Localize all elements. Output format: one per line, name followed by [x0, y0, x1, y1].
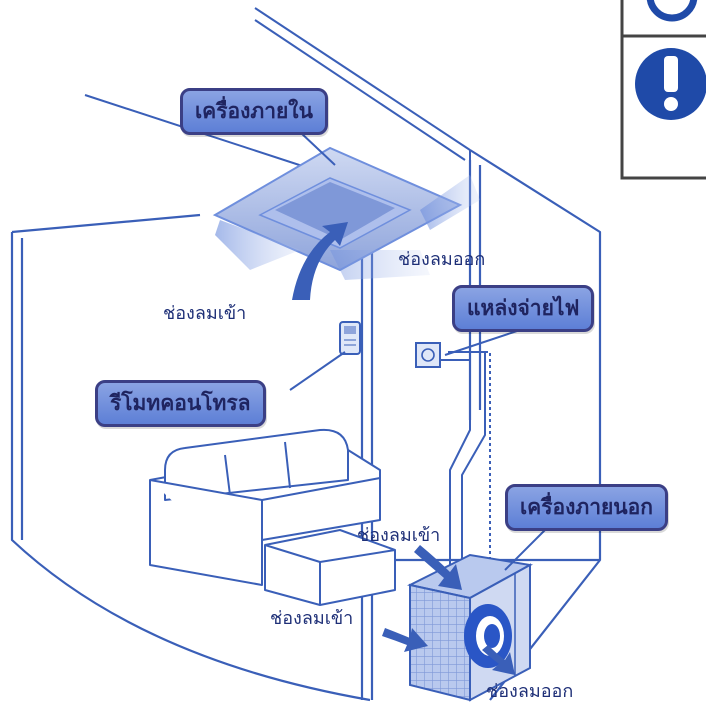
outdoor-outlet-arrow	[482, 645, 515, 675]
outdoor-unit-label: เครื่องภายนอก	[505, 484, 668, 531]
outdoor-air-inlet-side-label: ช่องลมเข้า	[270, 608, 354, 629]
outdoor-side-inlet-arrow	[382, 628, 428, 652]
outdoor-unit	[407, 553, 534, 702]
warning-panel	[620, 0, 706, 180]
outdoor-top-inlet-arrow	[414, 545, 462, 590]
indoor-unit-cassette	[212, 146, 480, 280]
remote-control-label: รีโมทคอนโทรล	[95, 380, 266, 427]
outdoor-air-outlet-label: ช่องลมออก	[486, 681, 574, 702]
remote-control	[339, 321, 361, 355]
power-supply-label: แหล่งจ่ายไฟ	[452, 285, 595, 332]
circle-symbol-icon	[646, 0, 698, 22]
sofa	[149, 428, 396, 606]
indoor-air-outlet-label: ช่องลมออก	[398, 249, 486, 270]
refrigerant-pipes	[440, 351, 491, 575]
indoor-inlet-arrow	[292, 222, 348, 300]
outdoor-air-inlet-top-label: ช่องลมเข้า	[357, 525, 441, 546]
power-outlet	[415, 342, 441, 368]
indoor-air-inlet-label: ช่องลมเข้า	[163, 303, 247, 324]
indoor-unit-label: เครื่องภายใน	[180, 88, 328, 135]
